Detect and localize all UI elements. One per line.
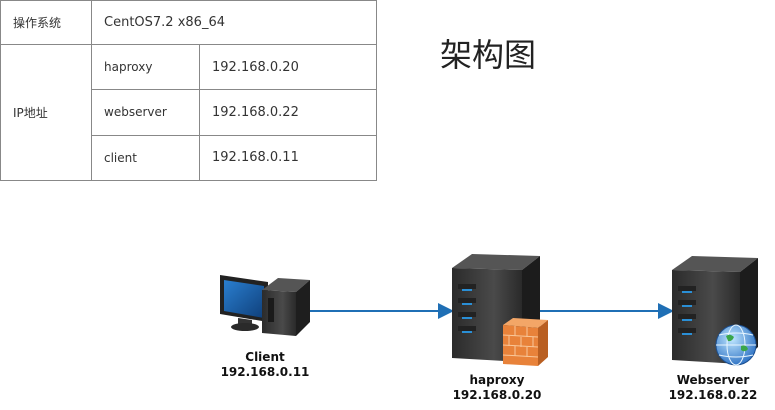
diagram-title: 架构图 [440, 36, 537, 74]
webserver-name: Webserver [676, 373, 750, 387]
info-table: 操作系统 CentOS7.2 x86_64 IP地址 haproxy 192.1… [0, 0, 377, 182]
host-name-cell: haproxy [91, 43, 200, 91]
client-computer-icon [220, 275, 310, 336]
os-label-cell: 操作系统 [0, 0, 92, 45]
client-label: Client 192.168.0.11 [205, 350, 325, 380]
firewall-icon [502, 318, 548, 366]
host-name-cell: client [91, 134, 200, 182]
table-row: 操作系统 CentOS7.2 x86_64 [0, 0, 377, 45]
haproxy-label: haproxy 192.168.0.20 [437, 373, 557, 403]
table-row: webserver 192.168.0.22 [1, 89, 377, 136]
table-row: client 192.168.0.11 [1, 134, 377, 182]
client-ip: 192.168.0.11 [220, 365, 310, 379]
host-ip-cell: 192.168.0.20 [199, 43, 377, 91]
webserver-label: Webserver 192.168.0.22 [653, 373, 773, 403]
haproxy-ip: 192.168.0.20 [452, 388, 542, 402]
host-ip-cell: 192.168.0.22 [199, 89, 377, 136]
client-name: Client [245, 350, 285, 364]
host-ip-cell: 192.168.0.11 [199, 134, 377, 182]
haproxy-name: haproxy [469, 373, 525, 387]
globe-icon [715, 324, 757, 366]
webserver-ip: 192.168.0.22 [668, 388, 758, 402]
os-value-cell: CentOS7.2 x86_64 [91, 0, 377, 45]
